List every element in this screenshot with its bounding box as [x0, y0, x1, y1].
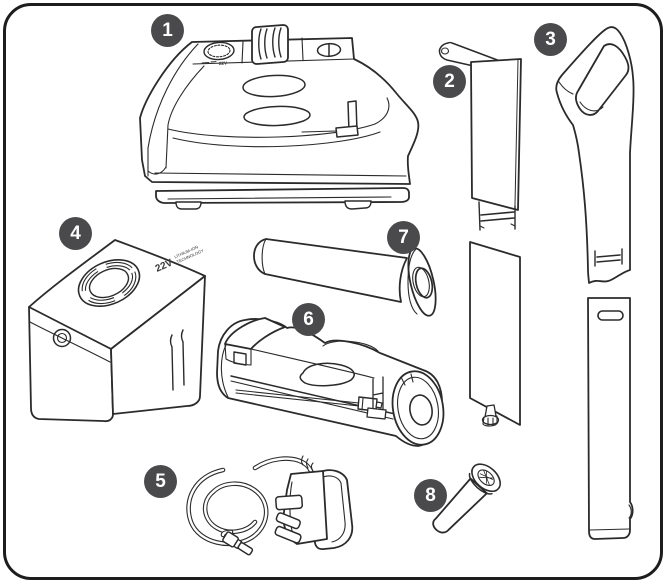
part-3-badge: 3 [534, 23, 567, 56]
part-7-badge: 7 [387, 221, 420, 254]
head-voltage-mark: 22V [219, 61, 228, 66]
handle-illustration [555, 26, 635, 540]
part-1-badge: 1 [151, 14, 184, 47]
cover-panel-illustration [438, 41, 522, 427]
charger-illustration [186, 455, 354, 556]
roller-housing-illustration [216, 317, 445, 447]
axle-plug-illustration [432, 463, 502, 534]
roller-illustration [253, 238, 437, 317]
main-floor-unit-illustration: 22V [139, 24, 420, 210]
part-8-badge: 8 [414, 479, 447, 512]
part-6-badge: 6 [292, 303, 325, 336]
part-5-badge: 5 [144, 465, 177, 498]
battery-pack-illustration: 22V LITHIUM-ION TECHNOLOGY [28, 239, 206, 423]
part-2-badge: 2 [433, 65, 466, 98]
part-4-badge: 4 [59, 217, 92, 250]
